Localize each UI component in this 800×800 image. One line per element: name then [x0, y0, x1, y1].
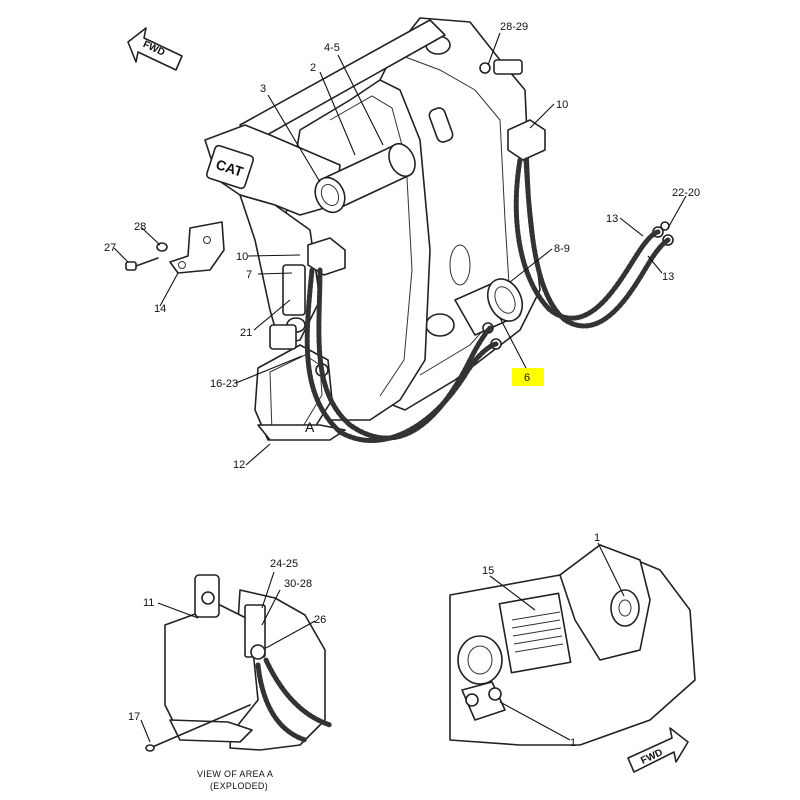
plate-slot — [428, 107, 454, 143]
detail-b-hub — [457, 635, 503, 685]
lock-housing — [254, 344, 333, 441]
label-1-lower: 1 — [570, 737, 576, 749]
label-10-left: 10 — [236, 251, 248, 263]
label-6: 6 — [524, 372, 530, 384]
label-27: 27 — [104, 242, 116, 254]
detail-plate-view: 15 1 1 — [449, 532, 696, 749]
detail-a-housing — [164, 604, 259, 736]
label-26: 26 — [314, 614, 326, 626]
detail-b-side — [559, 544, 651, 661]
part-labels-top: 28-29 4-5 2 3 10 22-20 13 13 8-9 6 28 27… — [104, 21, 700, 471]
hydraulic-hoses — [304, 157, 671, 443]
highlight-6 — [512, 368, 544, 386]
label-8-9: 8-9 — [554, 243, 570, 255]
label-12: 12 — [233, 459, 245, 471]
brand-plate — [205, 144, 255, 190]
fwd-arrow-bottom-icon: FWD — [627, 727, 689, 773]
label-13-lower: 13 — [662, 271, 674, 283]
label-28-29: 28-29 — [500, 21, 528, 33]
label-area-a: A — [305, 419, 315, 435]
cylinder-body — [282, 264, 306, 316]
label-21: 21 — [240, 327, 252, 339]
label-3: 3 — [260, 83, 266, 95]
label-16-23: 16-23 — [210, 378, 238, 390]
fitting-e — [660, 221, 670, 231]
label-7: 7 — [246, 269, 252, 281]
label-24-25: 24-25 — [270, 558, 298, 570]
label-22-20: 22-20 — [672, 187, 700, 199]
detail-a-fitting — [250, 644, 266, 660]
label-17: 17 — [128, 711, 140, 723]
label-30-28: 30-28 — [284, 578, 312, 590]
bracket-14 — [169, 221, 225, 274]
bolt-27 — [125, 257, 159, 271]
detail-b-bolt — [610, 589, 640, 627]
label-14: 14 — [154, 303, 166, 315]
fwd-arrow-top-icon: FWD — [127, 27, 183, 71]
caption-exploded: (EXPLODED) — [210, 781, 268, 791]
fitting-28-29 — [479, 62, 491, 74]
main-assembly: CAT — [125, 17, 674, 443]
label-15: 15 — [482, 565, 494, 577]
valve-block-right — [507, 119, 546, 161]
label-13-upper: 13 — [606, 213, 618, 225]
pin-17 — [145, 704, 251, 752]
identification-plate — [498, 592, 572, 674]
detail-view-area-a: 24-25 30-28 11 26 17 VIEW OF AREA A (EXP… — [128, 558, 333, 791]
label-11: 11 — [143, 597, 154, 609]
label-4-5: 4-5 — [324, 42, 340, 54]
lower-pin — [454, 278, 524, 336]
label-2: 2 — [310, 62, 316, 74]
plate-lines — [511, 611, 564, 653]
top-bracket — [493, 59, 523, 75]
leader-lines-top — [113, 32, 687, 466]
label-28-left: 28 — [134, 221, 146, 233]
upper-arm — [204, 124, 341, 216]
housing-base — [257, 424, 346, 441]
valve-block-left — [307, 237, 346, 276]
label-10-right: 10 — [556, 99, 568, 111]
lock-actuator — [269, 324, 297, 350]
upper-pin — [314, 142, 416, 214]
label-1-upper: 1 — [594, 532, 600, 544]
caption-view-of-area-a: VIEW OF AREA A — [197, 769, 273, 779]
plate-hole-bottom — [425, 313, 455, 337]
